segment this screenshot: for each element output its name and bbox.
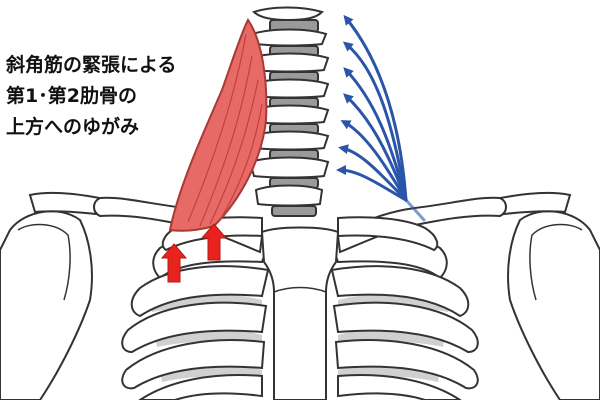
- blue-force-arrow-icon: [336, 14, 426, 222]
- sternum: [260, 226, 340, 400]
- red-up-arrow-icon: [160, 223, 228, 283]
- caption-line-1: 斜角筋の緊張による: [6, 54, 177, 76]
- left-shoulder: [488, 191, 600, 400]
- ribs-left: [328, 233, 479, 400]
- right-shoulder: [0, 191, 112, 400]
- scalene-muscle: [168, 18, 268, 232]
- cervical-spine: [248, 6, 330, 217]
- caption-line-3: 上方へのゆがみ: [6, 116, 140, 138]
- caption: 斜角筋の緊張による 第1･第2肋骨の 上方へのゆがみ: [6, 50, 176, 143]
- caption-line-2: 第1･第2肋骨の: [6, 85, 137, 107]
- ribs-right: [121, 233, 272, 400]
